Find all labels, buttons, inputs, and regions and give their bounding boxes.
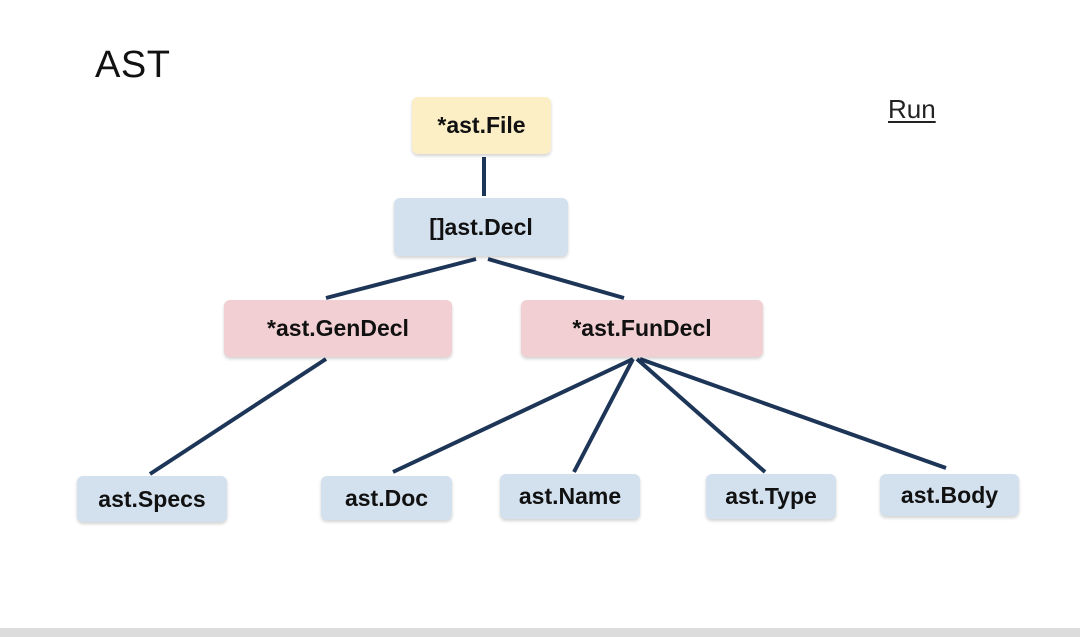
edge-gendecl-specs bbox=[148, 357, 328, 476]
node-ast-file: *ast.File bbox=[412, 97, 551, 154]
slide-title: AST bbox=[95, 44, 171, 86]
node-ast-gendecl: *ast.GenDecl bbox=[224, 300, 452, 357]
edge-decl-fundecl bbox=[487, 257, 625, 300]
edge-decl-gendecl bbox=[325, 257, 477, 300]
edge-fundecl-doc bbox=[392, 357, 634, 474]
run-link[interactable]: Run bbox=[888, 94, 936, 124]
edge-fundecl-body bbox=[639, 357, 947, 470]
bottom-bar bbox=[0, 628, 1080, 637]
node-ast-name: ast.Name bbox=[500, 474, 640, 519]
node-ast-decl: []ast.Decl bbox=[394, 198, 568, 256]
node-ast-fundecl: *ast.FunDecl bbox=[521, 300, 763, 357]
node-ast-specs: ast.Specs bbox=[77, 476, 227, 522]
node-ast-body: ast.Body bbox=[880, 474, 1019, 516]
node-ast-type: ast.Type bbox=[706, 474, 836, 519]
node-ast-doc: ast.Doc bbox=[321, 476, 452, 520]
edge-fundecl-type bbox=[635, 357, 767, 474]
edge-fundecl-name bbox=[572, 358, 635, 473]
